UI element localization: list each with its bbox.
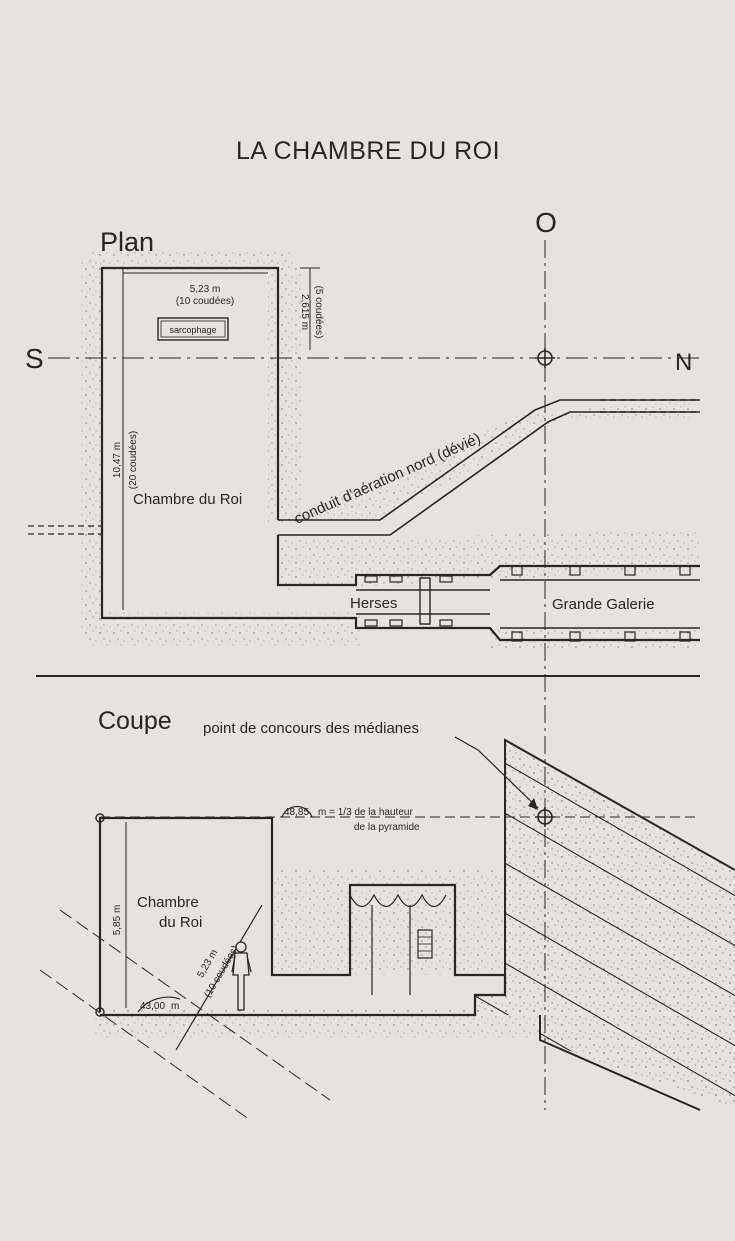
plan-length-coudees: (20 coudées) [128,431,139,489]
air-shaft-upper [278,399,700,521]
plan-length-m: 10,47 m [112,442,123,478]
sarcophagus-label: sarcophage [169,325,216,335]
height-value: 48,85 [284,807,309,818]
north-arrow [662,350,676,370]
plan-chamber-outline [100,266,700,642]
median-point-label: point de concours des médianes [203,720,419,737]
antechamber-section [349,893,447,995]
plan-chamber-lower-wall [276,535,700,587]
diagram-title: LA CHAMBRE DU ROI [236,137,500,165]
section-masonry-stipple [95,870,540,1038]
south-label: S [25,343,44,374]
human-scale-figure [231,941,252,1011]
pyramid-face-line [504,738,735,995]
slope-reference-lower [39,969,251,1121]
median-marker-section [535,807,555,827]
section-heading: Coupe [98,707,172,735]
slope-reference-upper [59,909,331,1101]
plan-width-coudees: (10 coudées) [176,296,234,307]
angle-unit: m [171,1001,179,1012]
height-arc [281,805,313,818]
sarcophagus: sarcophage [157,317,229,341]
angle-arc [137,996,181,1013]
grand-gallery-label: Grande Galerie [552,596,655,613]
corner-marker-bottom [95,1007,105,1017]
height-text: m = 1/3 de la hauteur [318,807,413,818]
plan-offset-m: 2,615 m [299,294,310,330]
plan-width-m: 5,23 m [190,284,221,295]
angle-value: 43,00 [140,1001,165,1012]
chamber-height-label: 5,85 m [112,905,123,936]
west-label: O [535,207,557,238]
diagonal-dimension-line [175,904,263,1051]
chamber-label-plan: Chambre du Roi [133,491,242,508]
section-chamber-outline [98,816,507,1017]
north-label: N [675,349,692,376]
grand-gallery-ledges [500,565,700,642]
plan-offset-coudees: (5 coudées) [313,286,324,339]
chamber-label-section-2: du Roi [159,914,202,931]
median-marker-plan [535,348,555,368]
corner-marker-top [95,813,105,823]
portcullis-slots [356,575,490,627]
height-text-2: de la pyramide [354,822,420,833]
chamber-label-section-1: Chambre [137,894,199,911]
portcullis-label: Herses [350,595,398,612]
plan-masonry-stipple [80,252,700,652]
